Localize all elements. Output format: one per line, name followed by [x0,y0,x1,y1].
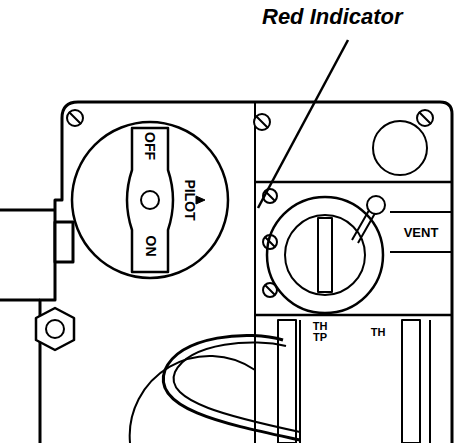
nut-bore [46,320,64,338]
th-terminal [402,320,420,443]
knob-position: OFF [143,132,157,160]
side-boss [55,222,73,262]
gas-control-knob [72,122,228,278]
knob-hub [141,191,159,209]
terminal-label: TH TP [311,321,329,343]
adjust-slot [318,218,332,292]
hex-nut [36,308,74,350]
leader-line [258,40,348,208]
thermocouple-wire [163,335,300,440]
lower-boss [130,356,255,443]
vent-label: VENT [404,226,439,239]
pilot-adjust-knob [267,197,383,313]
housing-flange [0,210,55,300]
pilot-adjust-ring [285,215,365,295]
knob-position: PILOT [183,179,197,220]
vent-tab [390,212,452,252]
callout-label: Red Indicator [262,6,403,28]
knob-position: ON [143,236,157,257]
divider-wall [254,102,256,443]
vent-screw [367,196,385,214]
outlet-port [373,121,427,175]
red-indicator-mark [196,196,205,204]
terminal-label: TH [371,327,386,338]
regulator-cover [255,182,452,315]
valve-housing [40,102,452,443]
knob-handle [127,128,173,272]
